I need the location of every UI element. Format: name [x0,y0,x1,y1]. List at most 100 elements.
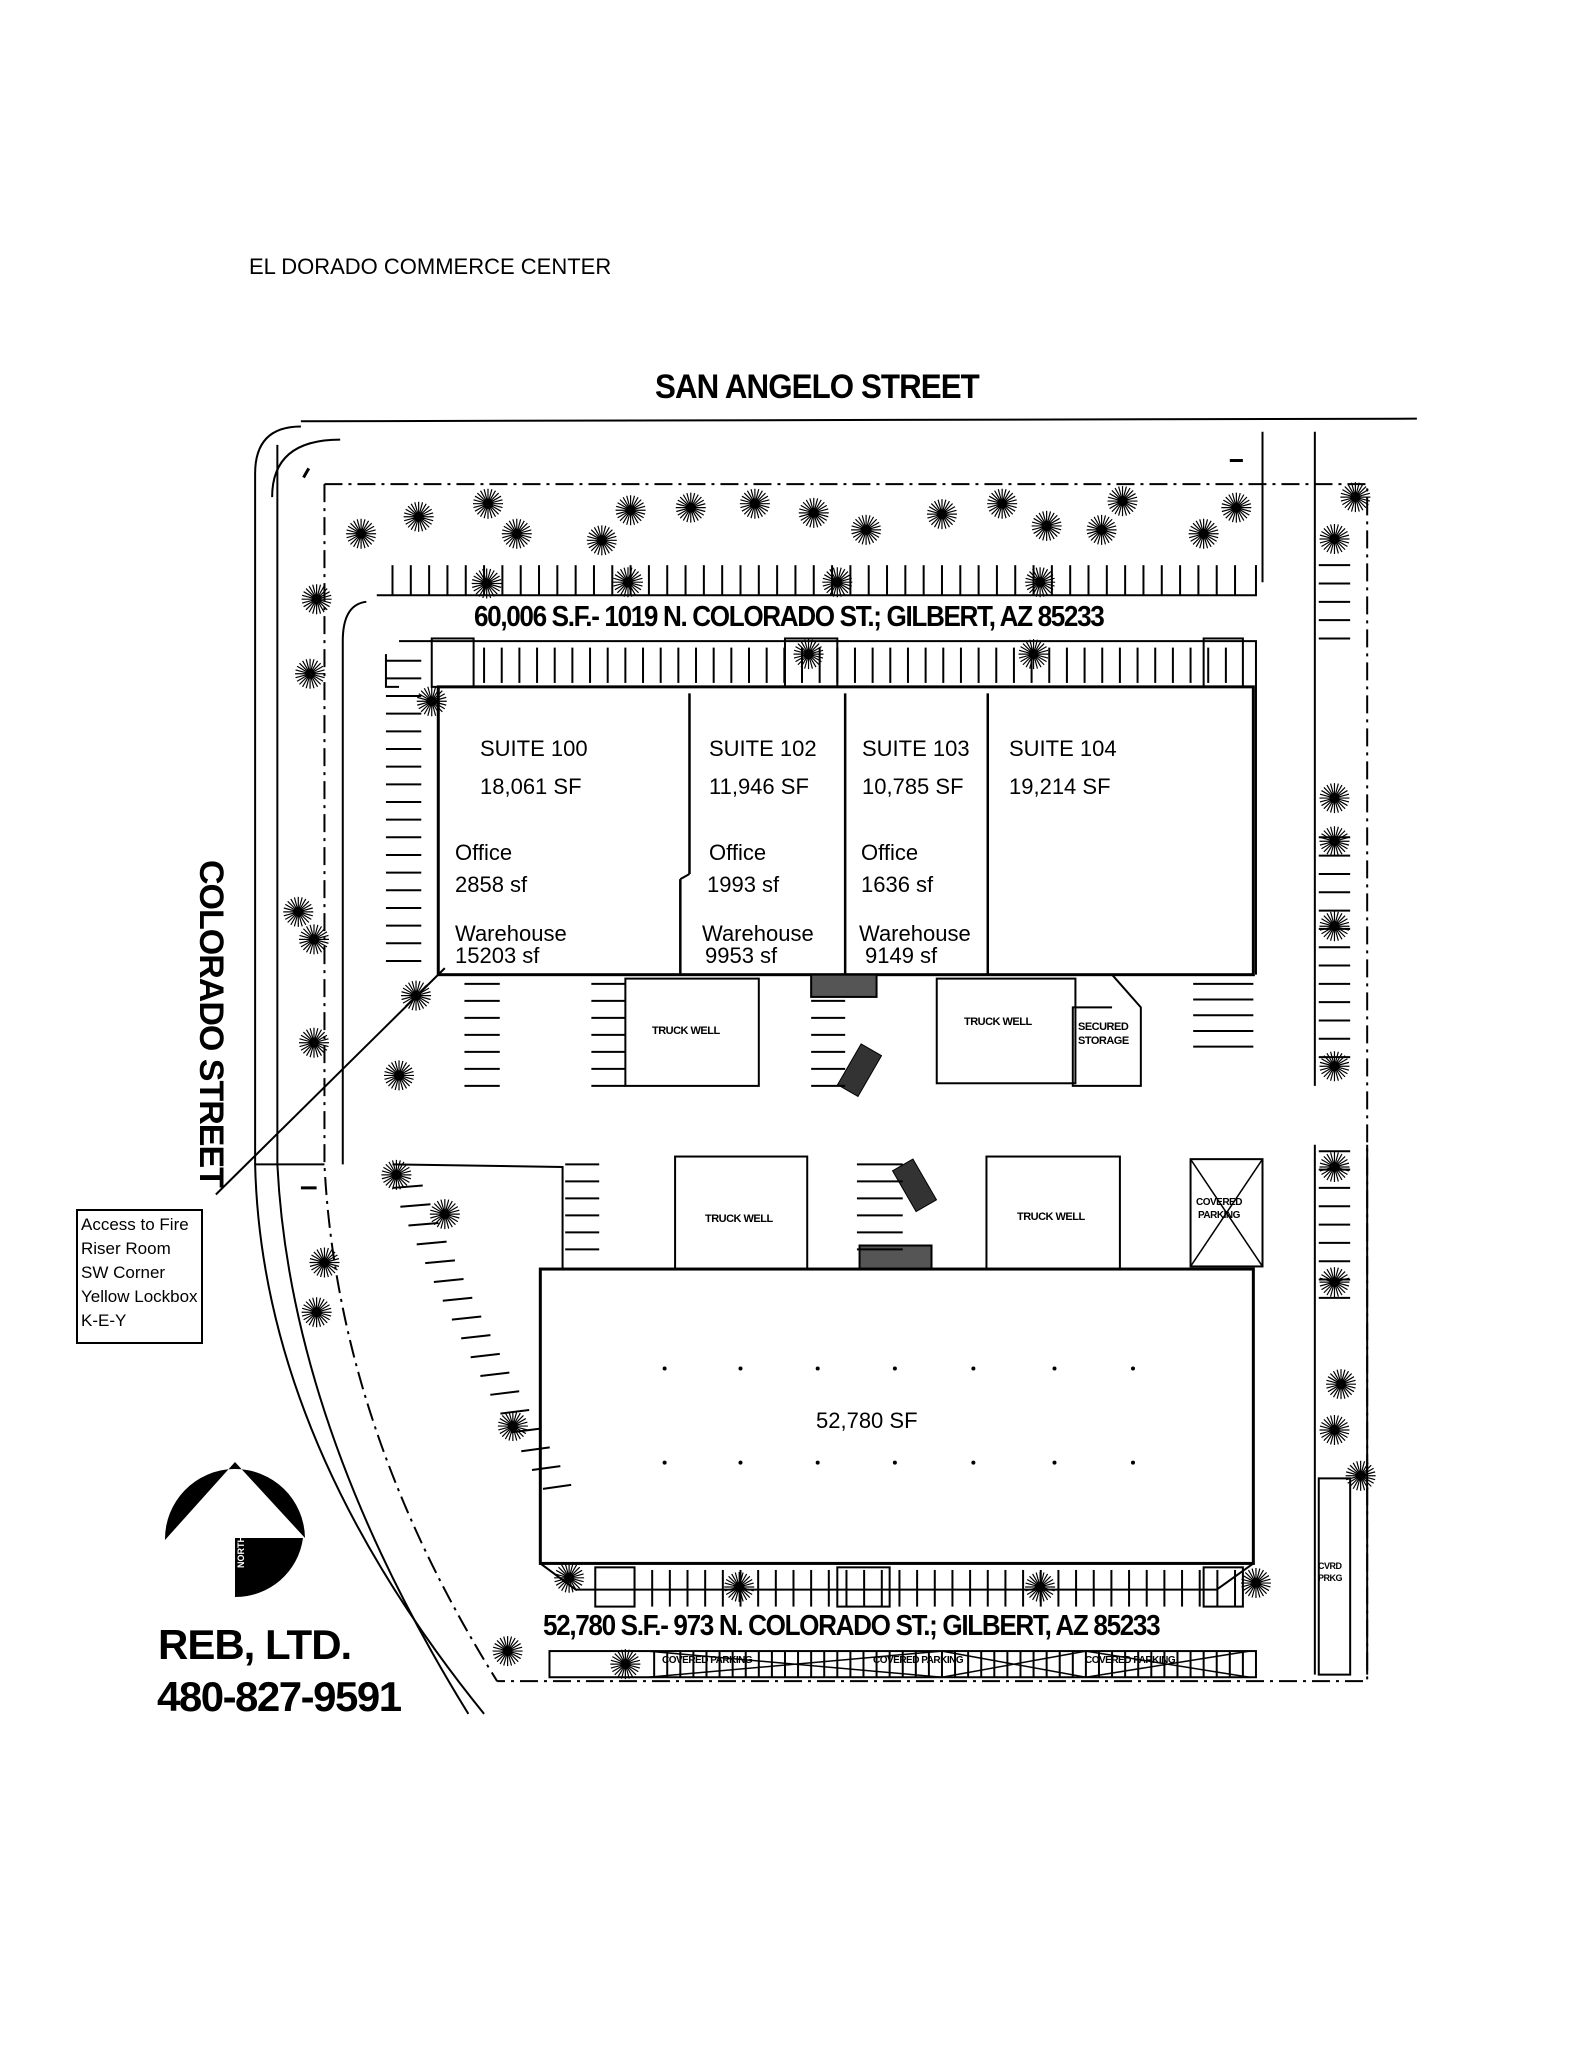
warehouse-area: 9953 sf [705,943,778,968]
south-building [538,1267,1255,1565]
tree-icon [403,501,434,532]
tree-icon [384,1060,415,1091]
suite-area: 18,061 SF [480,774,582,799]
parking-stripe [425,1259,456,1265]
tree-icon [429,1199,460,1230]
office-label: Office [455,840,513,865]
parking-stripe [442,1296,473,1302]
truck-well-label: TRUCK WELL [652,1025,720,1037]
tree-icon [822,567,853,598]
x-mark [941,1650,1087,1678]
parking-stripe [531,1465,561,1472]
tree-icon [298,924,329,955]
street-curb-west-2 [276,444,470,1715]
tree-icon [497,1411,528,1442]
parking-stripe [392,1184,423,1189]
tree-icon [739,488,770,519]
property-boundary [324,483,1369,1683]
tree-icon [851,514,882,545]
tree-icon [1319,1267,1350,1298]
parking-stripe [416,1240,447,1246]
tree-icon [346,518,377,549]
truck-well [624,977,760,1087]
note-line: K-E-Y [81,1311,127,1330]
tree-icon [1240,1568,1271,1599]
parking-stripe [521,1446,550,1453]
tree-icon [301,1297,332,1328]
secured-storage-label-1: SECURED [1078,1021,1129,1033]
note-line: Access to Fire [81,1215,189,1234]
warehouse-label: Warehouse [859,921,971,946]
tree-icon [1025,1571,1056,1602]
suite-name: SUITE 104 [1009,736,1117,761]
company-name: REB, LTD. [158,1621,352,1668]
tree-icon [554,1562,585,1593]
column-dot [1052,1366,1057,1371]
covered-parking-row-label: COVERED PARKING [662,1655,753,1666]
secured-storage-label-2: STORAGE [1078,1035,1129,1047]
dumpster-icon [891,1158,938,1213]
covered-parking-label-1: COVERED [1196,1197,1242,1208]
x-mark [647,1650,943,1678]
cvrd-prkg-label-2: PRKG [1318,1573,1343,1583]
entry-canopy [430,637,475,688]
entry-canopy [1202,1566,1244,1608]
suite-area: 11,946 SF [709,774,809,799]
truck-well [935,977,1077,1085]
office-area: 2858 sf [455,872,528,897]
tree-icon [798,497,829,528]
tree-icon [612,567,643,598]
tree-icon [1319,1414,1350,1445]
column-dot [971,1460,976,1465]
parking-stripe [480,1371,510,1377]
parking-stripe [490,1390,520,1396]
column-dot [1130,1366,1135,1371]
tree-icon [1025,567,1056,598]
column-dot [815,1366,820,1371]
tree-icon [1188,518,1219,549]
south-building-area: 52,780 SF [816,1408,918,1433]
truck-well-label: TRUCK WELL [1017,1211,1085,1223]
covered-parking-strip [1317,1477,1352,1676]
tree-icon [416,686,447,717]
entry-canopy [1202,637,1244,688]
parking-stripe [400,1203,431,1208]
tree-icon [283,896,314,927]
tree-icon [501,518,532,549]
parking-edge [384,654,400,688]
dumpster-icon [836,1043,883,1098]
entry-canopy [594,1566,636,1608]
street-label-san-angelo: SAN ANGELO STREET [655,368,980,406]
tree-icon [1319,783,1350,814]
office-area: 1636 sf [861,872,934,897]
north-arrow-label: NORTH [236,1536,246,1568]
tree-icon [1345,1460,1376,1491]
north-arrow-quadrant [235,1538,303,1598]
north-arrow-notch [177,1470,297,1536]
suite-divider [679,873,690,881]
parking-stripe [433,1278,464,1283]
page-title: EL DORADO COMMERCE CENTER [249,254,612,279]
tree-icon [615,495,646,526]
warehouse-label: Warehouse [455,921,567,946]
suite-area: 10,785 SF [862,774,964,799]
parking-edge [399,640,1257,975]
suite-name: SUITE 103 [862,736,970,761]
south-building-address: 52,780 S.F.- 973 N. COLORADO ST.; GILBER… [543,1610,1161,1642]
tree-icon [309,1247,340,1278]
truck-well [674,1155,809,1271]
cvrd-prkg-label-1: CVRD [1318,1561,1342,1571]
tree-icon [1319,1051,1350,1082]
warehouse-area: 9149 sf [865,943,938,968]
company-phone: 480-827-9591 [157,1673,402,1720]
column-dot [1052,1460,1057,1465]
street-curb-west [254,425,485,1715]
tree-icon [610,1649,641,1680]
column-dot [815,1460,820,1465]
warehouse-label: Warehouse [702,921,814,946]
street-label-colorado: COLORADO STREET [192,860,230,1187]
tree-icon [1086,514,1117,545]
suite-name: SUITE 100 [480,736,588,761]
covered-parking-row-label: COVERED PARKING [873,1655,964,1666]
